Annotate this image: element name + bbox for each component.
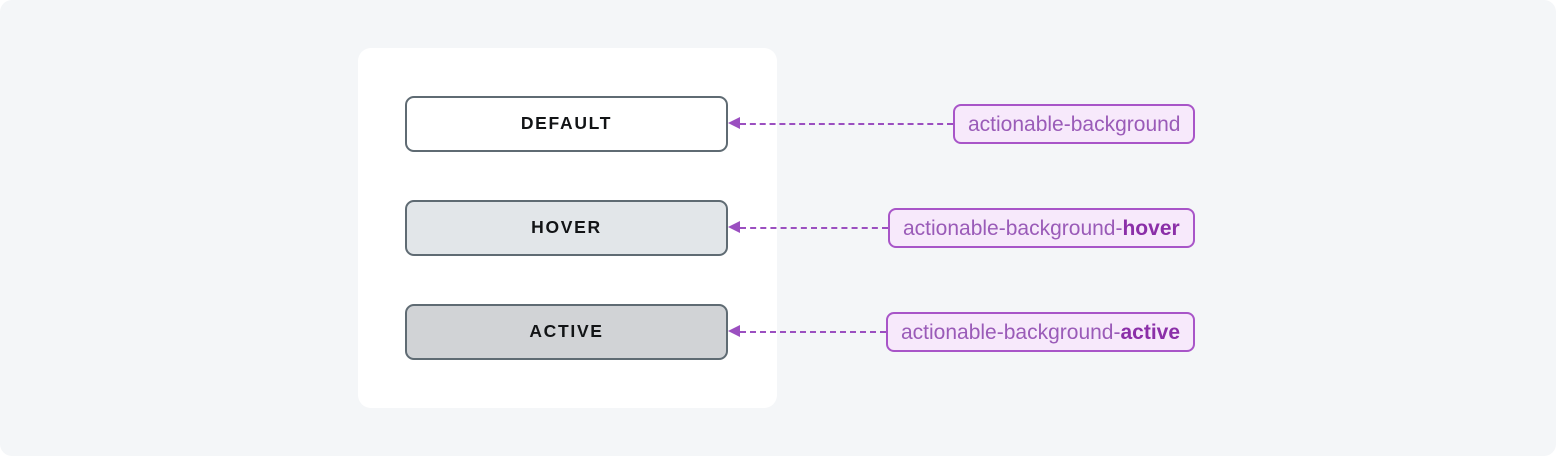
token-badge-default[interactable]: actionable-background xyxy=(953,104,1196,144)
token-suffix-text: hover xyxy=(1122,216,1180,240)
token-base-text: actionable-background- xyxy=(901,320,1121,344)
connector-active xyxy=(728,322,886,342)
token-base-text: actionable-background- xyxy=(903,216,1123,240)
state-row-default: DEFAULT actionable-background xyxy=(0,96,1556,152)
arrow-left-icon xyxy=(728,117,740,129)
state-button-default[interactable]: DEFAULT xyxy=(405,96,728,152)
state-button-label: ACTIVE xyxy=(529,321,604,342)
connector-hover xyxy=(728,218,888,238)
arrow-left-icon xyxy=(728,221,740,233)
state-button-hover[interactable]: HOVER xyxy=(405,200,728,256)
state-button-active[interactable]: ACTIVE xyxy=(405,304,728,360)
arrow-left-icon xyxy=(728,325,740,337)
connector-default xyxy=(728,114,953,134)
token-suffix-text: active xyxy=(1120,320,1181,344)
token-badge-active[interactable]: actionable-background- active xyxy=(886,312,1196,352)
state-row-active: ACTIVE actionable-background- active xyxy=(0,304,1556,360)
token-base-text: actionable-background xyxy=(968,112,1181,136)
state-row-hover: HOVER actionable-background- hover xyxy=(0,200,1556,256)
token-badge-hover[interactable]: actionable-background- hover xyxy=(888,208,1195,248)
state-button-label: HOVER xyxy=(531,217,602,238)
dashed-line xyxy=(740,123,953,125)
state-button-label: DEFAULT xyxy=(520,113,613,134)
dashed-line xyxy=(740,227,888,229)
dashed-line xyxy=(740,331,886,333)
